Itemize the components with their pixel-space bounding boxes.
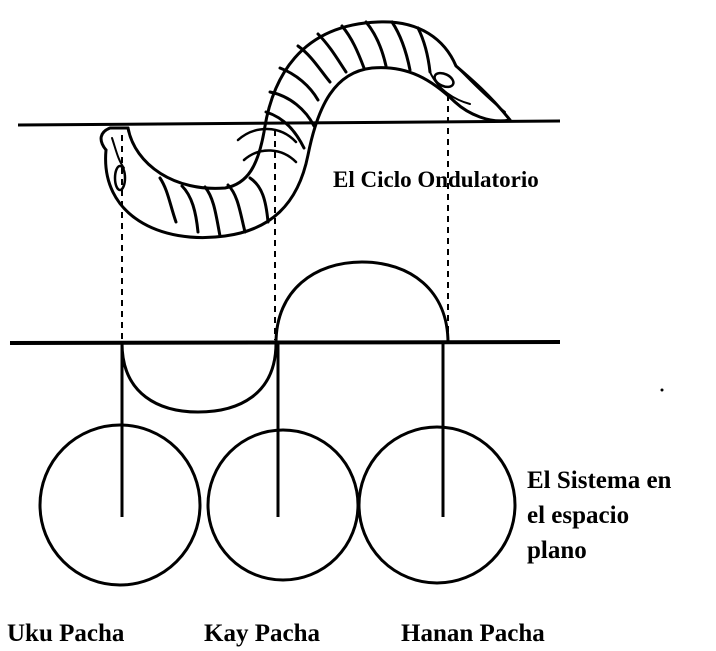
system-label: El Sistema en el espacio plano — [527, 467, 672, 564]
system-label-line1: El Sistema en — [527, 467, 672, 494]
middle-horizon-line — [9, 340, 561, 345]
world-label-hanan: Hanan Pacha — [401, 620, 545, 647]
serpent-icon — [99, 20, 512, 240]
stray-dot — [660, 388, 664, 392]
world-circle-kay — [206, 428, 360, 582]
upper-horizon-line — [17, 119, 561, 127]
wave-section: El Ciclo Ondulatorio — [17, 20, 561, 240]
system-label-line2: el espacio — [527, 502, 629, 529]
flat-wave-section — [9, 260, 561, 414]
wave-label: El Ciclo Ondulatorio — [333, 167, 539, 192]
system-label-line3: plano — [527, 537, 587, 564]
projection-lines — [121, 95, 449, 340]
lower-arc — [120, 342, 278, 414]
upper-arc — [274, 260, 450, 344]
worlds-section — [38, 343, 517, 587]
world-label-uku: Uku Pacha — [7, 620, 125, 647]
world-labels: Uku Pacha Kay Pacha Hanan Pacha — [7, 620, 545, 647]
world-label-kay: Kay Pacha — [204, 620, 320, 647]
world-circle-hanan — [357, 425, 517, 585]
world-circle-uku — [38, 423, 202, 587]
